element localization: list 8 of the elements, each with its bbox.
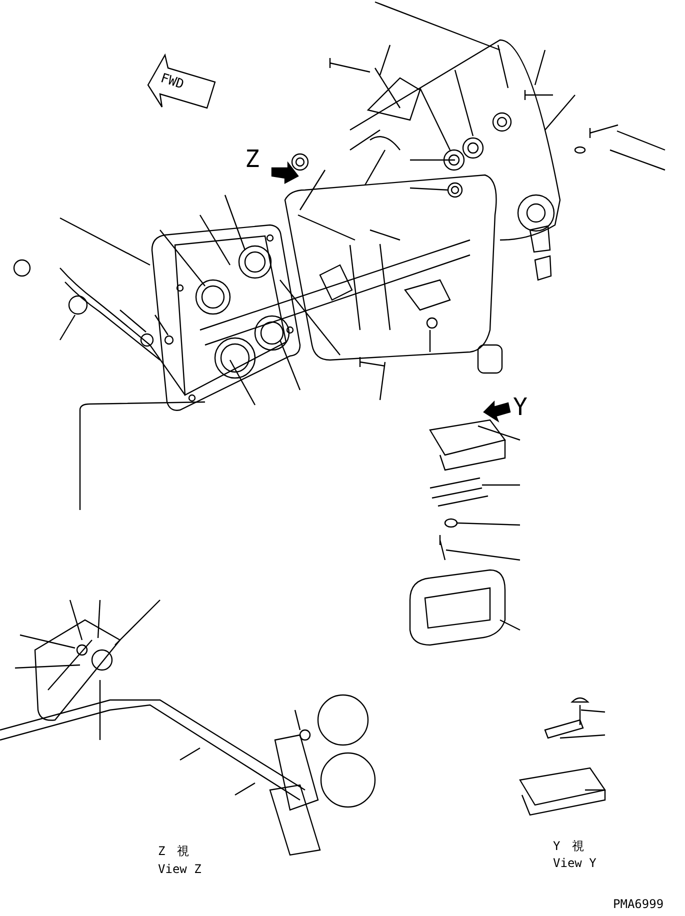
- view-title: Y 視: [553, 840, 584, 852]
- direction-label: FWD: [158, 72, 186, 92]
- view-title: Z 視: [158, 845, 190, 857]
- view-title: View Z: [158, 863, 202, 875]
- view-letter: Z: [245, 147, 260, 171]
- view-title: View Y: [553, 857, 596, 869]
- view-letter: Y: [513, 395, 528, 419]
- drawing-number: PMA6999: [613, 898, 664, 910]
